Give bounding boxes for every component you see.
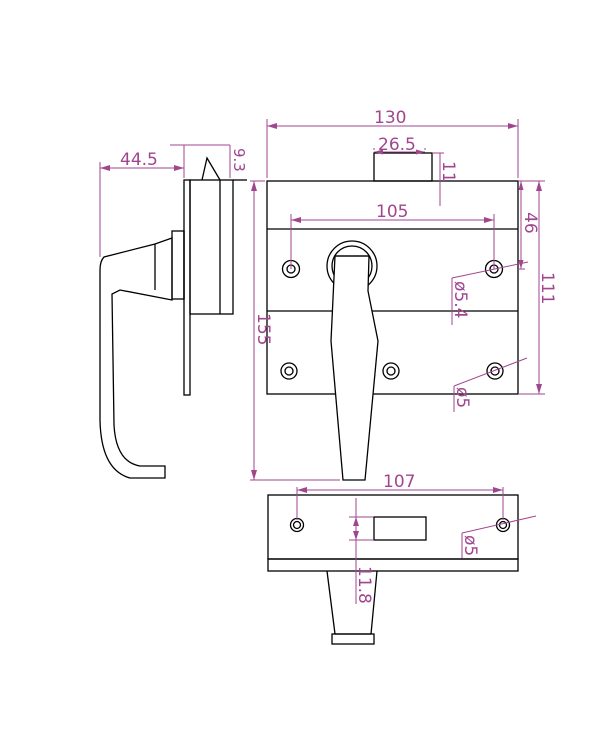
dimension-lines	[99, 119, 545, 604]
front-view	[266, 152, 519, 481]
bottom-view	[267, 494, 519, 645]
dim-side-flange: 9.3	[230, 148, 248, 172]
bottom-slot	[373, 516, 427, 541]
dim-hole-spacing-top: 105	[376, 202, 408, 222]
side-plate	[183, 179, 191, 396]
dim-hole-dia-bottom: ø5	[452, 387, 472, 408]
mounting-holes	[280, 259, 504, 380]
front-body	[266, 180, 519, 395]
dimension-labels: 130 26.5 11 105 46 111 ø5.4 ø5 155 44.5 …	[120, 108, 557, 604]
dim-bottom-hole-dia: ø5	[460, 535, 480, 556]
dim-body-height: 111	[537, 272, 557, 304]
dim-side-depth: 44.5	[120, 150, 158, 170]
latch-bolt	[373, 152, 433, 182]
dim-bottom-offset: 11.8	[354, 566, 374, 604]
dim-hole-dia-top: ø5.4	[450, 281, 470, 318]
side-latch	[201, 156, 221, 181]
side-hub	[171, 230, 185, 300]
dim-total-height: 155	[253, 313, 273, 345]
dim-bottom-hole-spacing: 107	[383, 472, 415, 492]
dim-top-offset: 46	[520, 212, 540, 234]
dim-latch-width: 26.5	[378, 135, 416, 155]
side-handle	[99, 237, 173, 479]
dim-overall-width: 130	[374, 108, 406, 128]
handle-lever	[330, 255, 379, 481]
side-view	[99, 156, 247, 479]
dim-latch-height: 11	[438, 161, 458, 183]
side-lock-box	[189, 179, 234, 315]
bottom-flange	[267, 558, 519, 572]
